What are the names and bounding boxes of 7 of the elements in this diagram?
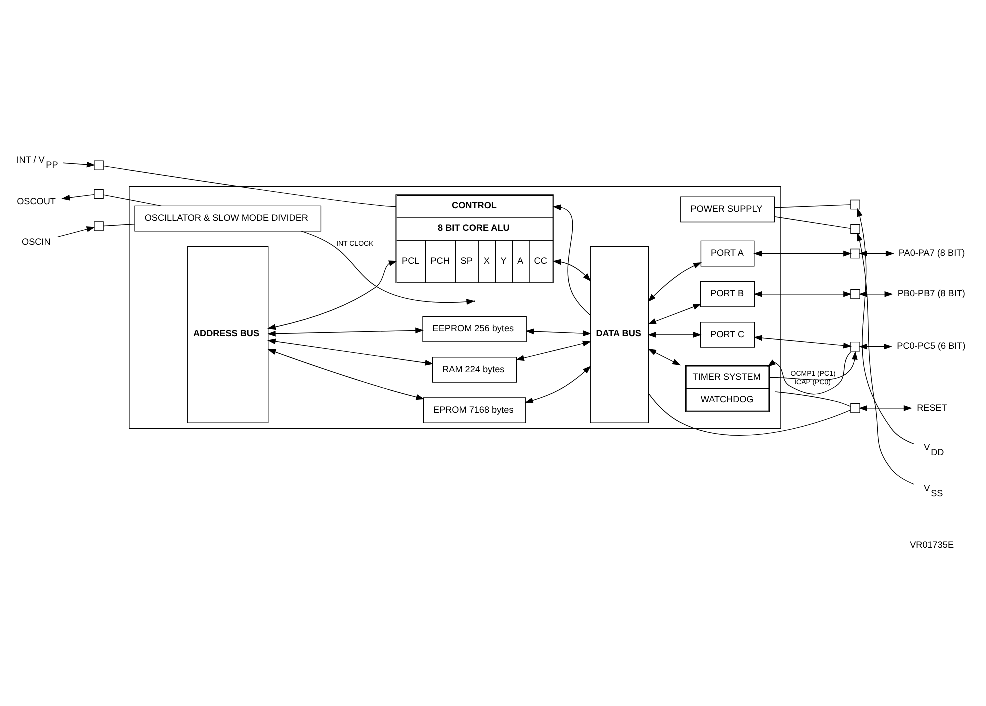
node-text: OSCIN — [22, 236, 51, 246]
node-text: PA0-PA7 (8 BIT) — [898, 248, 966, 258]
node-text: PB0-PB7 (8 BIT) — [898, 288, 966, 298]
node-text: RESET — [917, 402, 948, 412]
label: VR01735E — [910, 539, 954, 550]
node-text: OSCOUT — [17, 196, 56, 206]
node-text: PC0-PC5 (6 BIT) — [897, 340, 966, 351]
